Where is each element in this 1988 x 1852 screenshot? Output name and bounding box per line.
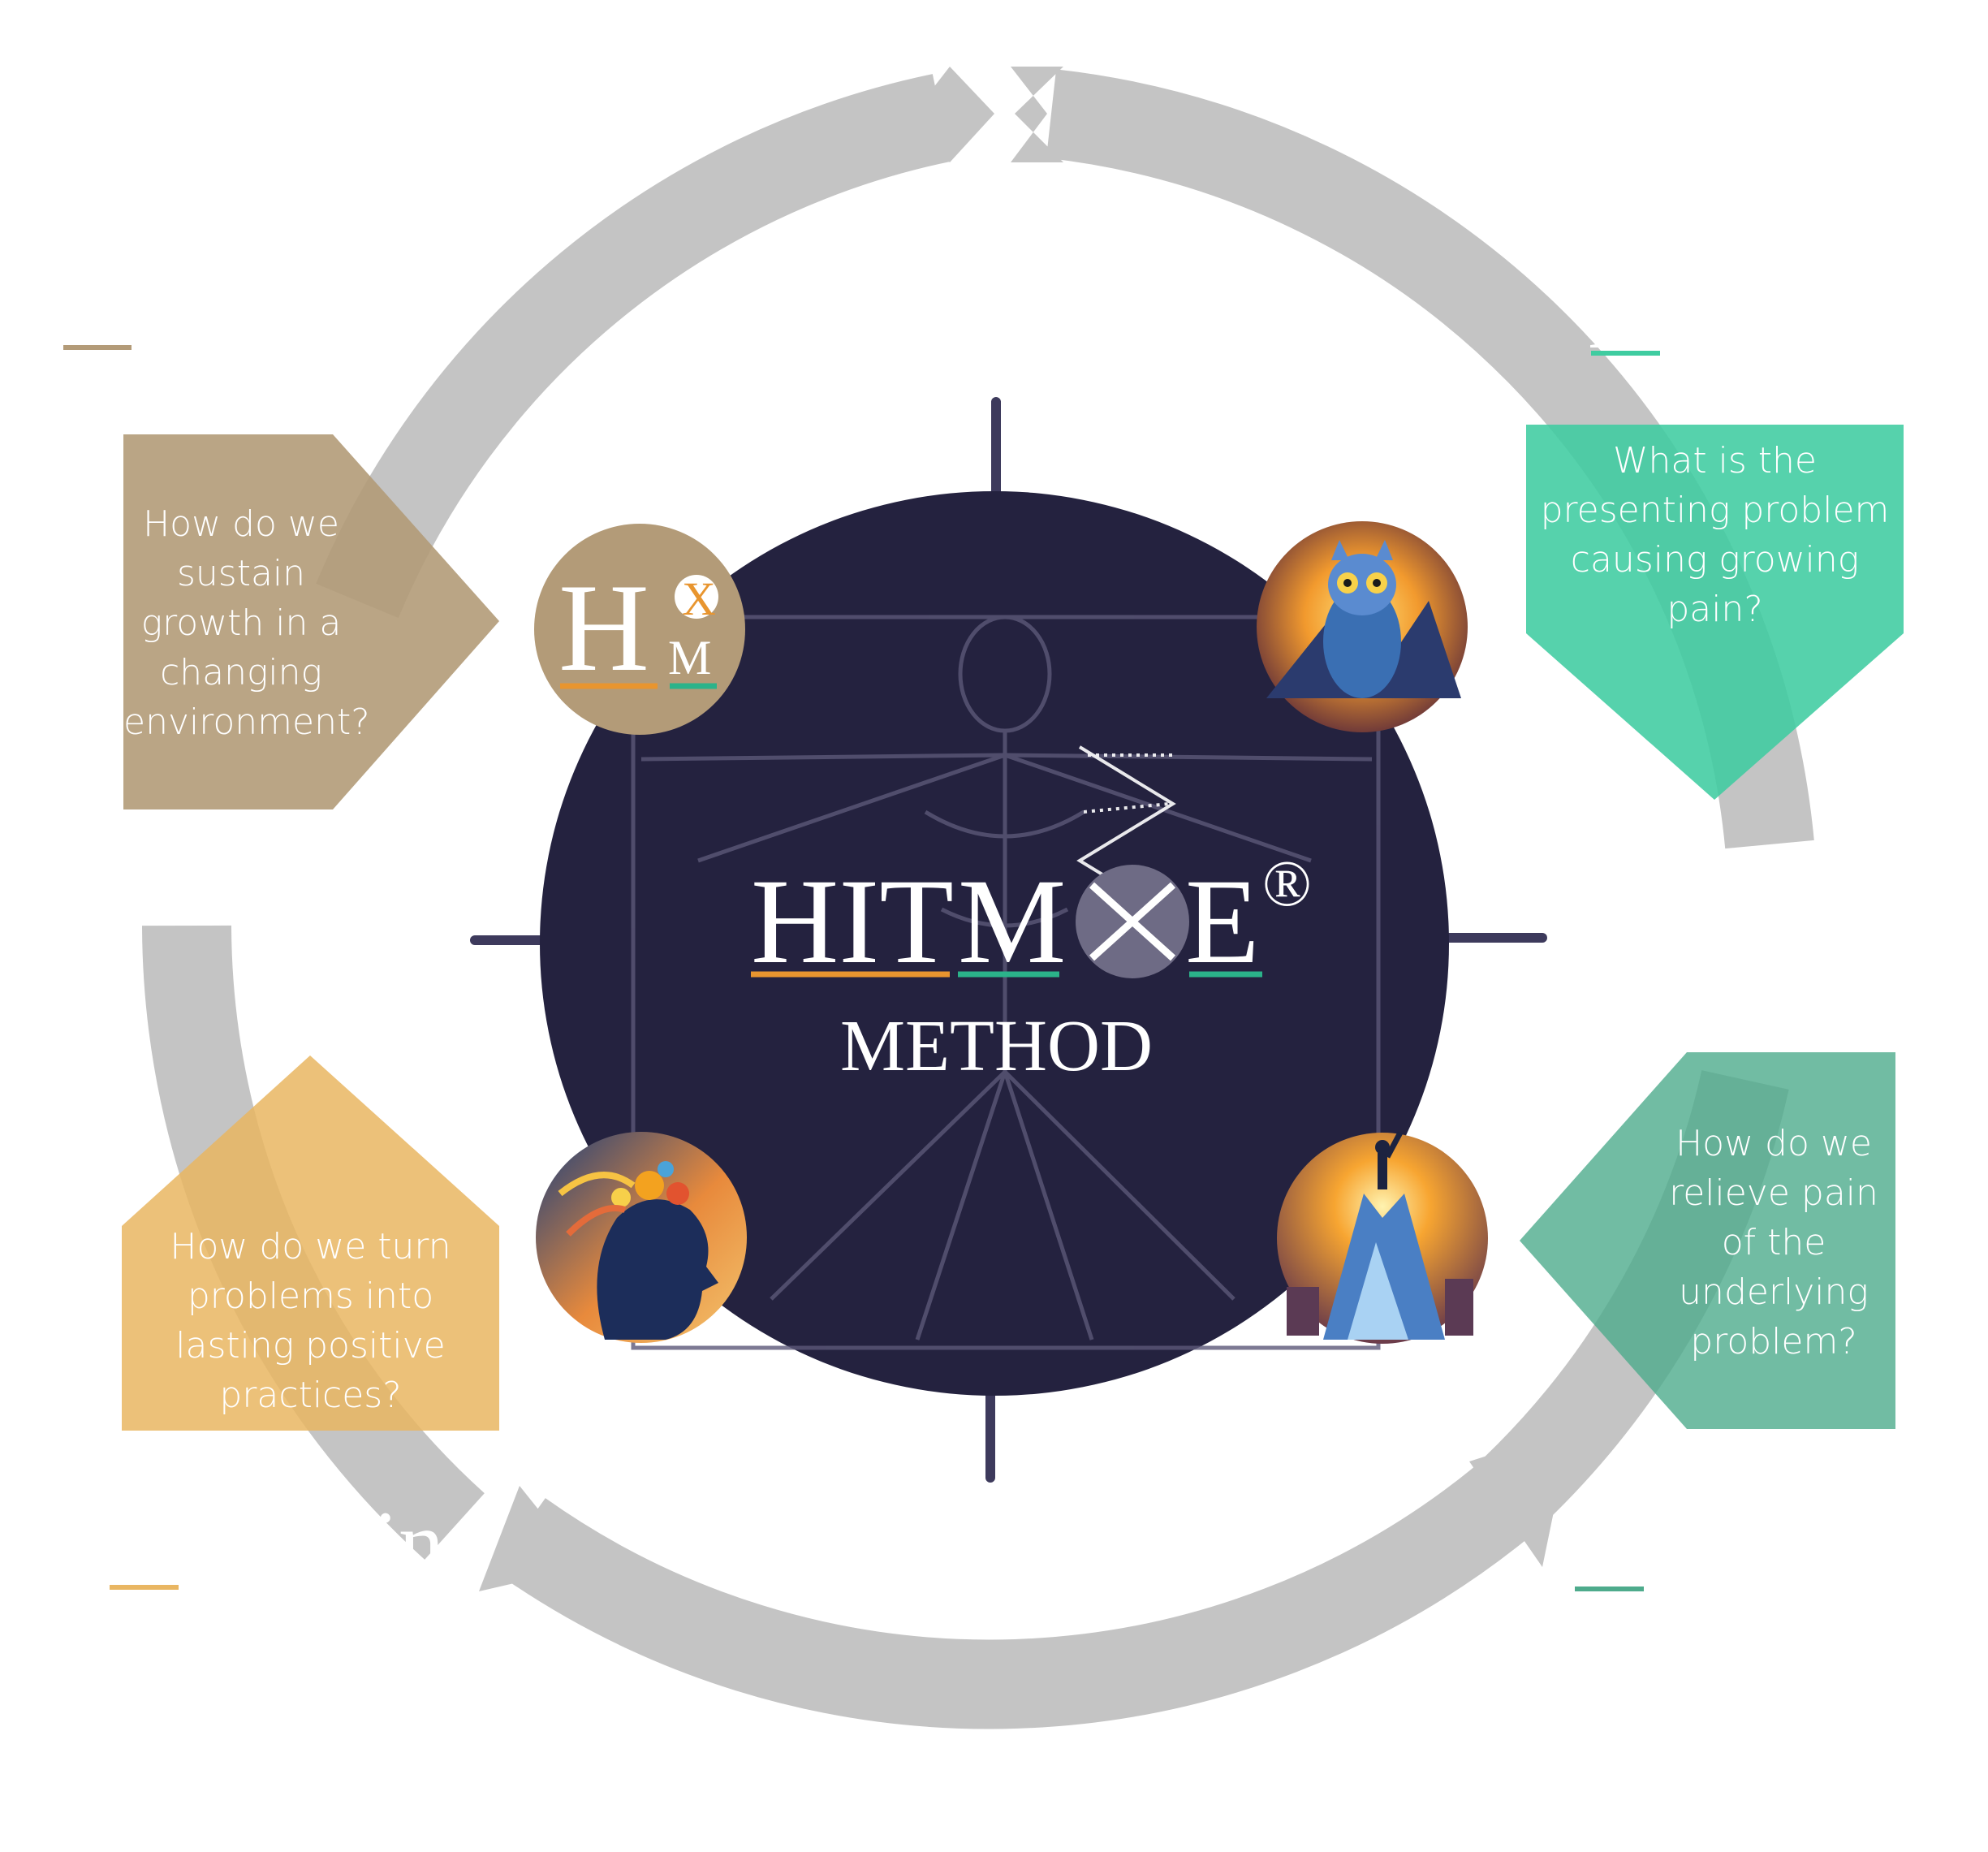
question-top-right-line-2: presenting problem	[1540, 490, 1890, 531]
ring-arrowheads	[479, 67, 1571, 1591]
question-top-left-line-4: changing	[160, 652, 322, 693]
question-top-right-line-3: causing growing	[1570, 539, 1860, 581]
question-top-left-line-3: growth in a	[140, 602, 342, 644]
hxm-logo-icon: H X M	[534, 524, 745, 735]
question-bottom-right-line-2: relieve pain	[1669, 1172, 1878, 1214]
logo-subtitle: METHOD	[840, 1006, 1153, 1086]
question-top-left-line-5: environment?	[123, 702, 370, 743]
logo-registered-mark: ®	[1262, 848, 1312, 920]
ring-arc-bottom	[494, 1467, 1530, 1729]
question-top-right-line-4: pain?	[1667, 589, 1763, 630]
ring-arc-top-left	[316, 74, 951, 619]
stage-fragment-bottom-left: in	[373, 1493, 444, 1594]
arrowhead-top	[913, 67, 994, 162]
shape-bottom-left-arrow-up	[122, 1056, 499, 1431]
shape-top-right-arrow-down	[1526, 425, 1904, 800]
shape-top-left-arrow-right	[123, 434, 499, 809]
shape-bottom-right-arrow-left	[1520, 1052, 1895, 1429]
svg-text:M: M	[668, 631, 711, 684]
arrowhead-bottom-left	[479, 1486, 584, 1591]
question-top-left-line-2: sustain	[176, 553, 306, 594]
arrowhead-top-notch	[1011, 67, 1063, 162]
logo-word-m: M	[958, 854, 1066, 989]
head-flowers-icon	[536, 1132, 747, 1343]
question-top-right: What is the presenting problem causing g…	[1526, 436, 1904, 634]
question-bottom-left-line-4: practices?	[219, 1375, 402, 1416]
owl-icon	[1257, 521, 1468, 732]
svg-text:X: X	[682, 572, 716, 625]
center-logo: HIT M E ® METHOD	[751, 848, 1312, 1086]
question-top-right-line-1: What is the	[1613, 440, 1817, 481]
arrowhead-bottom-right	[1469, 1429, 1571, 1567]
question-top-left: How do we sustain growth in a changing e…	[123, 499, 370, 747]
summit-figure-icon	[1277, 1131, 1488, 1344]
stage-fragment-bottom-right: R	[1575, 1491, 1636, 1591]
question-bottom-right-line-3: of the	[1721, 1222, 1826, 1263]
question-bottom-right-line-4: underlying	[1679, 1271, 1869, 1313]
stage-fragment-top-left: ire	[377, 261, 473, 361]
question-bottom-left-line-3: lasting positive	[175, 1325, 446, 1366]
vitruvian-sketch	[631, 615, 1381, 1350]
logo-word-hit: HIT	[751, 854, 954, 989]
question-bottom-left-line-1: How do we turn	[170, 1226, 451, 1267]
question-bottom-right-line-1: How do we	[1675, 1123, 1872, 1164]
svg-text:H: H	[558, 558, 649, 697]
question-bottom-right-line-5: problem?	[1690, 1321, 1857, 1362]
question-bottom-left: How do we turn problems into lasting pos…	[122, 1222, 499, 1420]
question-top-left-line-1: How do we	[143, 503, 339, 545]
center-circle	[540, 491, 1449, 1396]
logo-word-e: E	[1185, 854, 1260, 989]
question-bottom-left-line-2: problems into	[187, 1276, 434, 1317]
logo-o-x-mark	[1089, 882, 1176, 961]
question-bottom-right: How do we relieve pain of the underlying…	[1652, 1119, 1895, 1366]
